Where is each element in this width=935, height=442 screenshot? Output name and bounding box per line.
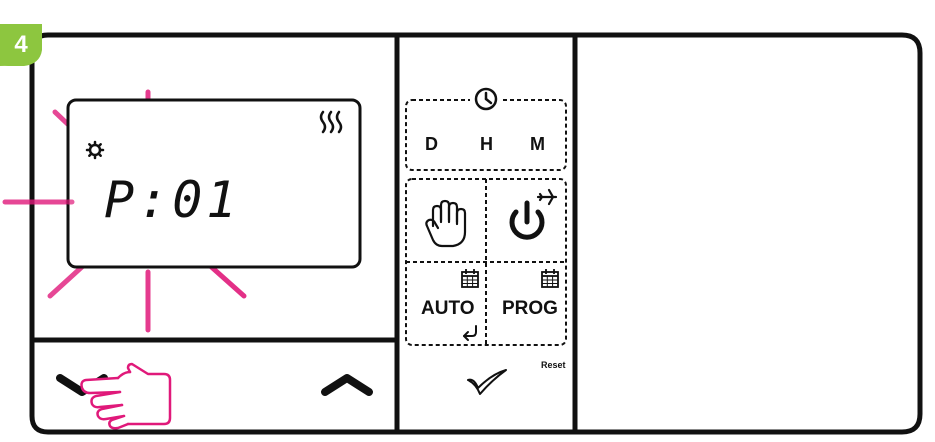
chevron-up-icon[interactable]	[321, 374, 373, 396]
power-icon[interactable]	[509, 200, 545, 240]
clock-icon	[474, 87, 498, 111]
finger-pointer-icon	[80, 362, 172, 430]
calendar-icon	[541, 269, 559, 288]
gear-icon	[85, 140, 105, 160]
airplane-icon	[536, 188, 558, 206]
mode-grid	[405, 178, 567, 346]
minute-button[interactable]: M	[530, 134, 545, 154]
reset-label: Reset	[541, 360, 566, 370]
check-icon[interactable]	[467, 369, 507, 395]
return-icon	[463, 325, 477, 341]
hour-button[interactable]: H	[480, 134, 493, 154]
prog-button[interactable]: PROG	[502, 298, 558, 319]
auto-button[interactable]: AUTO	[421, 298, 475, 319]
calendar-icon	[461, 269, 479, 288]
lcd-readout: P:01	[104, 171, 241, 229]
hand-icon[interactable]	[425, 199, 467, 248]
step-number: 4	[14, 31, 28, 58]
day-button[interactable]: D	[425, 134, 438, 154]
lcd-screen	[66, 98, 362, 269]
heating-icon	[319, 110, 343, 134]
